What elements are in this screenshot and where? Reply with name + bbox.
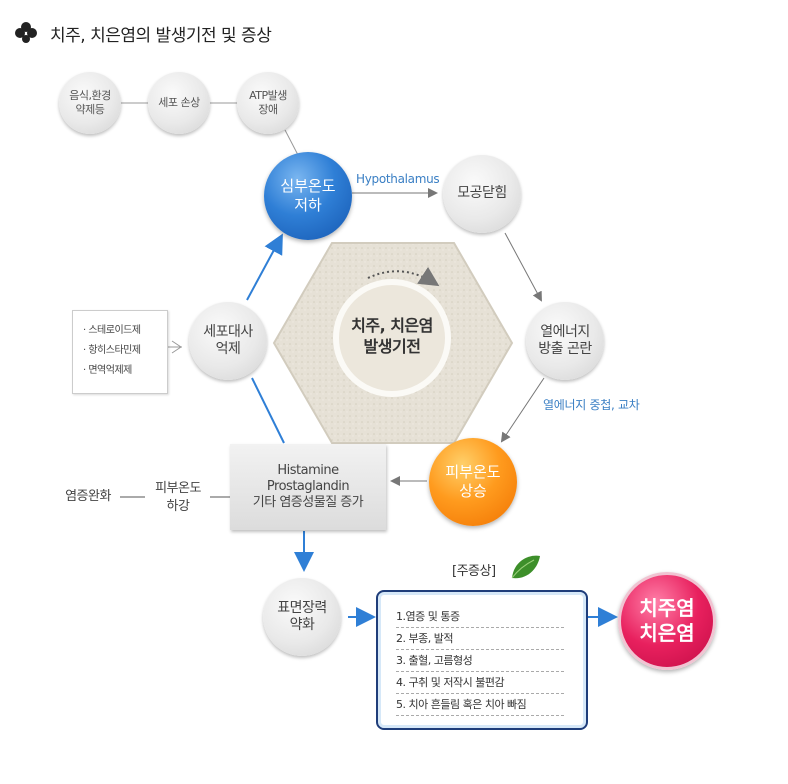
symptom-item: 1.염증 및 통증 bbox=[396, 606, 564, 628]
symptom-title: [주증상] bbox=[452, 564, 496, 579]
histamine-line: Histamine bbox=[277, 463, 339, 478]
result-node: 치주염 치은염 bbox=[618, 572, 716, 670]
center-dotted-arrow bbox=[367, 266, 440, 287]
symptom-item: 4. 구취 및 저작시 불편감 bbox=[396, 672, 564, 694]
top-chain-node: ATP발생 장애 bbox=[237, 72, 299, 134]
center-circle bbox=[333, 279, 451, 397]
heat-to-skin-arrow bbox=[500, 377, 545, 443]
heat-overlap-label: 열에너지 중첩, 교차 bbox=[543, 398, 640, 412]
histamine-box: Histamine Prostaglandin 기타 염증성물질 증가 bbox=[230, 444, 386, 530]
pore-closure-node: 모공닫힘 bbox=[443, 155, 521, 233]
symptom-item: 2. 부종, 발적 bbox=[396, 628, 564, 650]
top-chain-node: 세포 손상 bbox=[148, 72, 210, 134]
skin-temp-rise-node: 피부온도 상승 bbox=[429, 438, 517, 526]
core-temp-drop-node: 심부온도 저하 bbox=[264, 152, 352, 240]
heat-release-node: 열에너지 방출 곤란 bbox=[526, 302, 604, 380]
metabolism-suppression-node: 세포대사 억제 bbox=[189, 302, 267, 380]
clover-icon bbox=[15, 22, 37, 43]
symptom-item: 5. 치아 흔들림 혹은 치아 빠짐 bbox=[396, 694, 564, 716]
skin-temp-drop-label: 피부온도 하강 bbox=[155, 481, 201, 514]
drug-box: · 스테로이드제 · 항히스타민제 · 면역억제제 bbox=[72, 310, 168, 394]
page-title-row: 치주, 치은염의 발생기전 및 증상 bbox=[14, 18, 272, 48]
top-chain-node: 음식,환경 약제등 bbox=[59, 72, 121, 134]
pore-to-heat-arrow bbox=[504, 232, 542, 302]
center-label: 치주, 치은염 발생기전 bbox=[351, 316, 433, 356]
histamine-to-metabolism-line bbox=[251, 377, 285, 444]
leaf-icon bbox=[511, 555, 540, 579]
metabolism-to-core-arrow bbox=[246, 233, 283, 301]
surface-tension-node: 표면장력 약화 bbox=[263, 578, 341, 656]
hypothalamus-label: Hypothalamus bbox=[356, 172, 440, 186]
symptom-item: 3. 출혈, 고름형성 bbox=[396, 650, 564, 672]
symptom-box: 1.염증 및 통증 2. 부종, 발적 3. 출혈, 고름형성 4. 구취 및 … bbox=[376, 590, 588, 730]
inflammation-relief-label: 염증완화 bbox=[65, 489, 111, 504]
drug-item: · 스테로이드제 bbox=[83, 325, 141, 336]
histamine-line: Prostaglandin bbox=[266, 479, 350, 494]
page-title: 치주, 치은염의 발생기전 및 증상 bbox=[50, 25, 272, 46]
top-connector bbox=[284, 129, 299, 156]
drug-arrow-head bbox=[171, 340, 182, 354]
histamine-line: 기타 염증성물질 증가 bbox=[252, 495, 364, 510]
drug-item: · 항히스타민제 bbox=[83, 345, 141, 356]
drug-item: · 면역억제제 bbox=[83, 365, 132, 376]
